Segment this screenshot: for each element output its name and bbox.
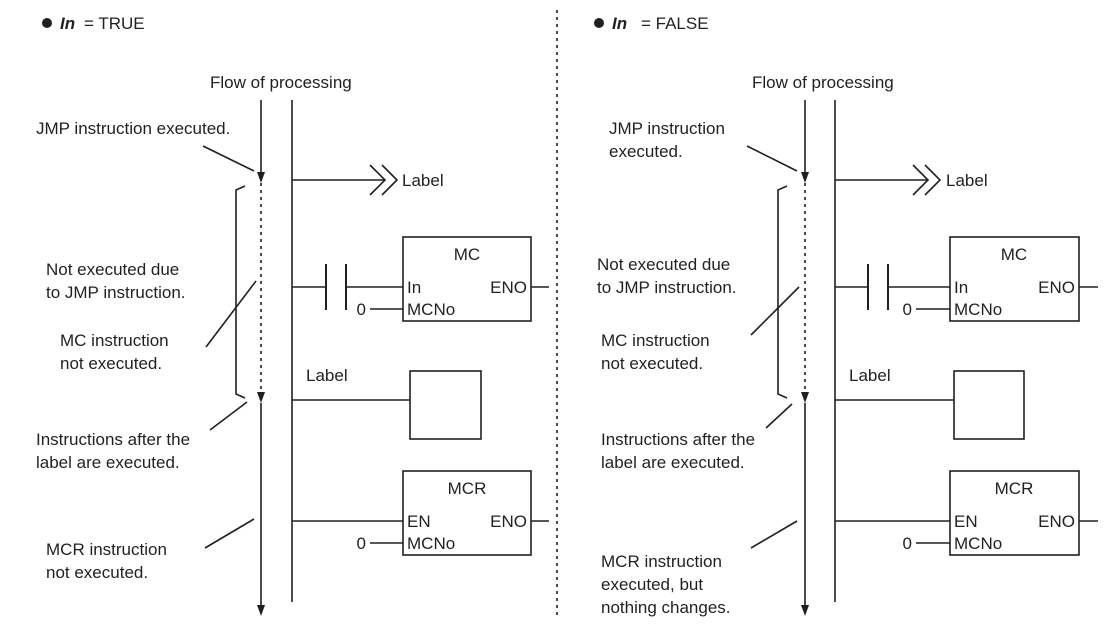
mc-eno-port: ENO [1038, 278, 1075, 297]
flow-arrow [801, 100, 809, 616]
note-not-executed: Not executed due to JMP instruction. [597, 255, 737, 297]
panel-in-false: In = FALSE Flow of processing Label [594, 14, 1098, 617]
note-mc-not-executed: MC instruction not executed. [601, 331, 714, 373]
mc-mcno-value: 0 [357, 300, 366, 319]
mcr-eno-port: ENO [490, 512, 527, 531]
mc-instruction-box [949, 236, 1080, 322]
note-mcr-executed: MCR instruction executed, but nothing ch… [601, 552, 731, 617]
mcr-eno-port: ENO [1038, 512, 1075, 531]
leader-line [202, 145, 255, 172]
mc-rung [835, 264, 1098, 310]
bullet-icon [594, 18, 604, 28]
mcr-en-port: EN [407, 512, 431, 531]
mcr-en-port: EN [954, 512, 978, 531]
flow-arrow [257, 100, 265, 616]
note-jmp-executed: JMP instruction executed. [609, 119, 730, 161]
flow-of-processing-label: Flow of processing [752, 73, 894, 92]
note-instructions-after-label: Instructions after the label are execute… [601, 430, 760, 472]
mc-mcno-port: MCNo [954, 300, 1002, 319]
mc-mcno-port: MCNo [407, 300, 455, 319]
note-instructions-after-label: Instructions after the label are execute… [36, 430, 195, 472]
mcr-instruction-box [949, 470, 1080, 556]
label-target-box [953, 370, 1025, 440]
note-not-executed: Not executed due to JMP instruction. [46, 260, 186, 302]
leader-line [750, 520, 798, 549]
mc-mcno-value: 0 [903, 300, 912, 319]
mcr-mcno-value: 0 [357, 534, 366, 553]
jmp-rung [292, 164, 399, 196]
leader-line [765, 403, 793, 429]
mc-in-port: In [407, 278, 421, 297]
note-mc-not-executed: MC instruction not executed. [60, 331, 173, 373]
mcr-mcno-port: MCNo [407, 534, 455, 553]
leader-line [204, 518, 255, 549]
note-mcr-not-executed: MCR instruction not executed. [46, 540, 172, 582]
jump-target-label: Label [402, 171, 444, 190]
mc-in-port: In [954, 278, 968, 297]
mcr-title: MCR [448, 479, 487, 498]
jump-target-label: Label [946, 171, 988, 190]
leader-line [209, 401, 248, 431]
skipped-range-bracket [235, 185, 246, 399]
flow-of-processing-label: Flow of processing [210, 73, 352, 92]
label-rung-label: Label [849, 366, 891, 385]
mc-title: MC [1001, 245, 1027, 264]
mc-rung [292, 264, 549, 310]
mcr-rung [835, 520, 1098, 544]
label-target-box [409, 370, 482, 440]
mcr-title: MCR [995, 479, 1034, 498]
condition-value: = TRUE [84, 14, 145, 33]
skipped-range-bracket [777, 185, 788, 399]
leader-line [746, 145, 798, 172]
leader-line [205, 280, 257, 348]
mc-eno-port: ENO [490, 278, 527, 297]
mcr-instruction-box [402, 470, 532, 556]
note-jmp-executed: JMP instruction executed. [36, 119, 230, 138]
condition-variable: In [612, 14, 627, 33]
leader-line [750, 286, 800, 336]
bullet-icon [42, 18, 52, 28]
label-rung-label: Label [306, 366, 348, 385]
condition-value: = FALSE [641, 14, 709, 33]
panel-in-true: In = TRUE Flow of processing Label [36, 14, 549, 616]
mc-instruction-box [402, 236, 532, 322]
mcr-rung [292, 520, 549, 544]
mc-title: MC [454, 245, 480, 264]
jmp-rung [835, 164, 942, 196]
mcr-mcno-port: MCNo [954, 534, 1002, 553]
condition-variable: In [60, 14, 75, 33]
mcr-mcno-value: 0 [903, 534, 912, 553]
